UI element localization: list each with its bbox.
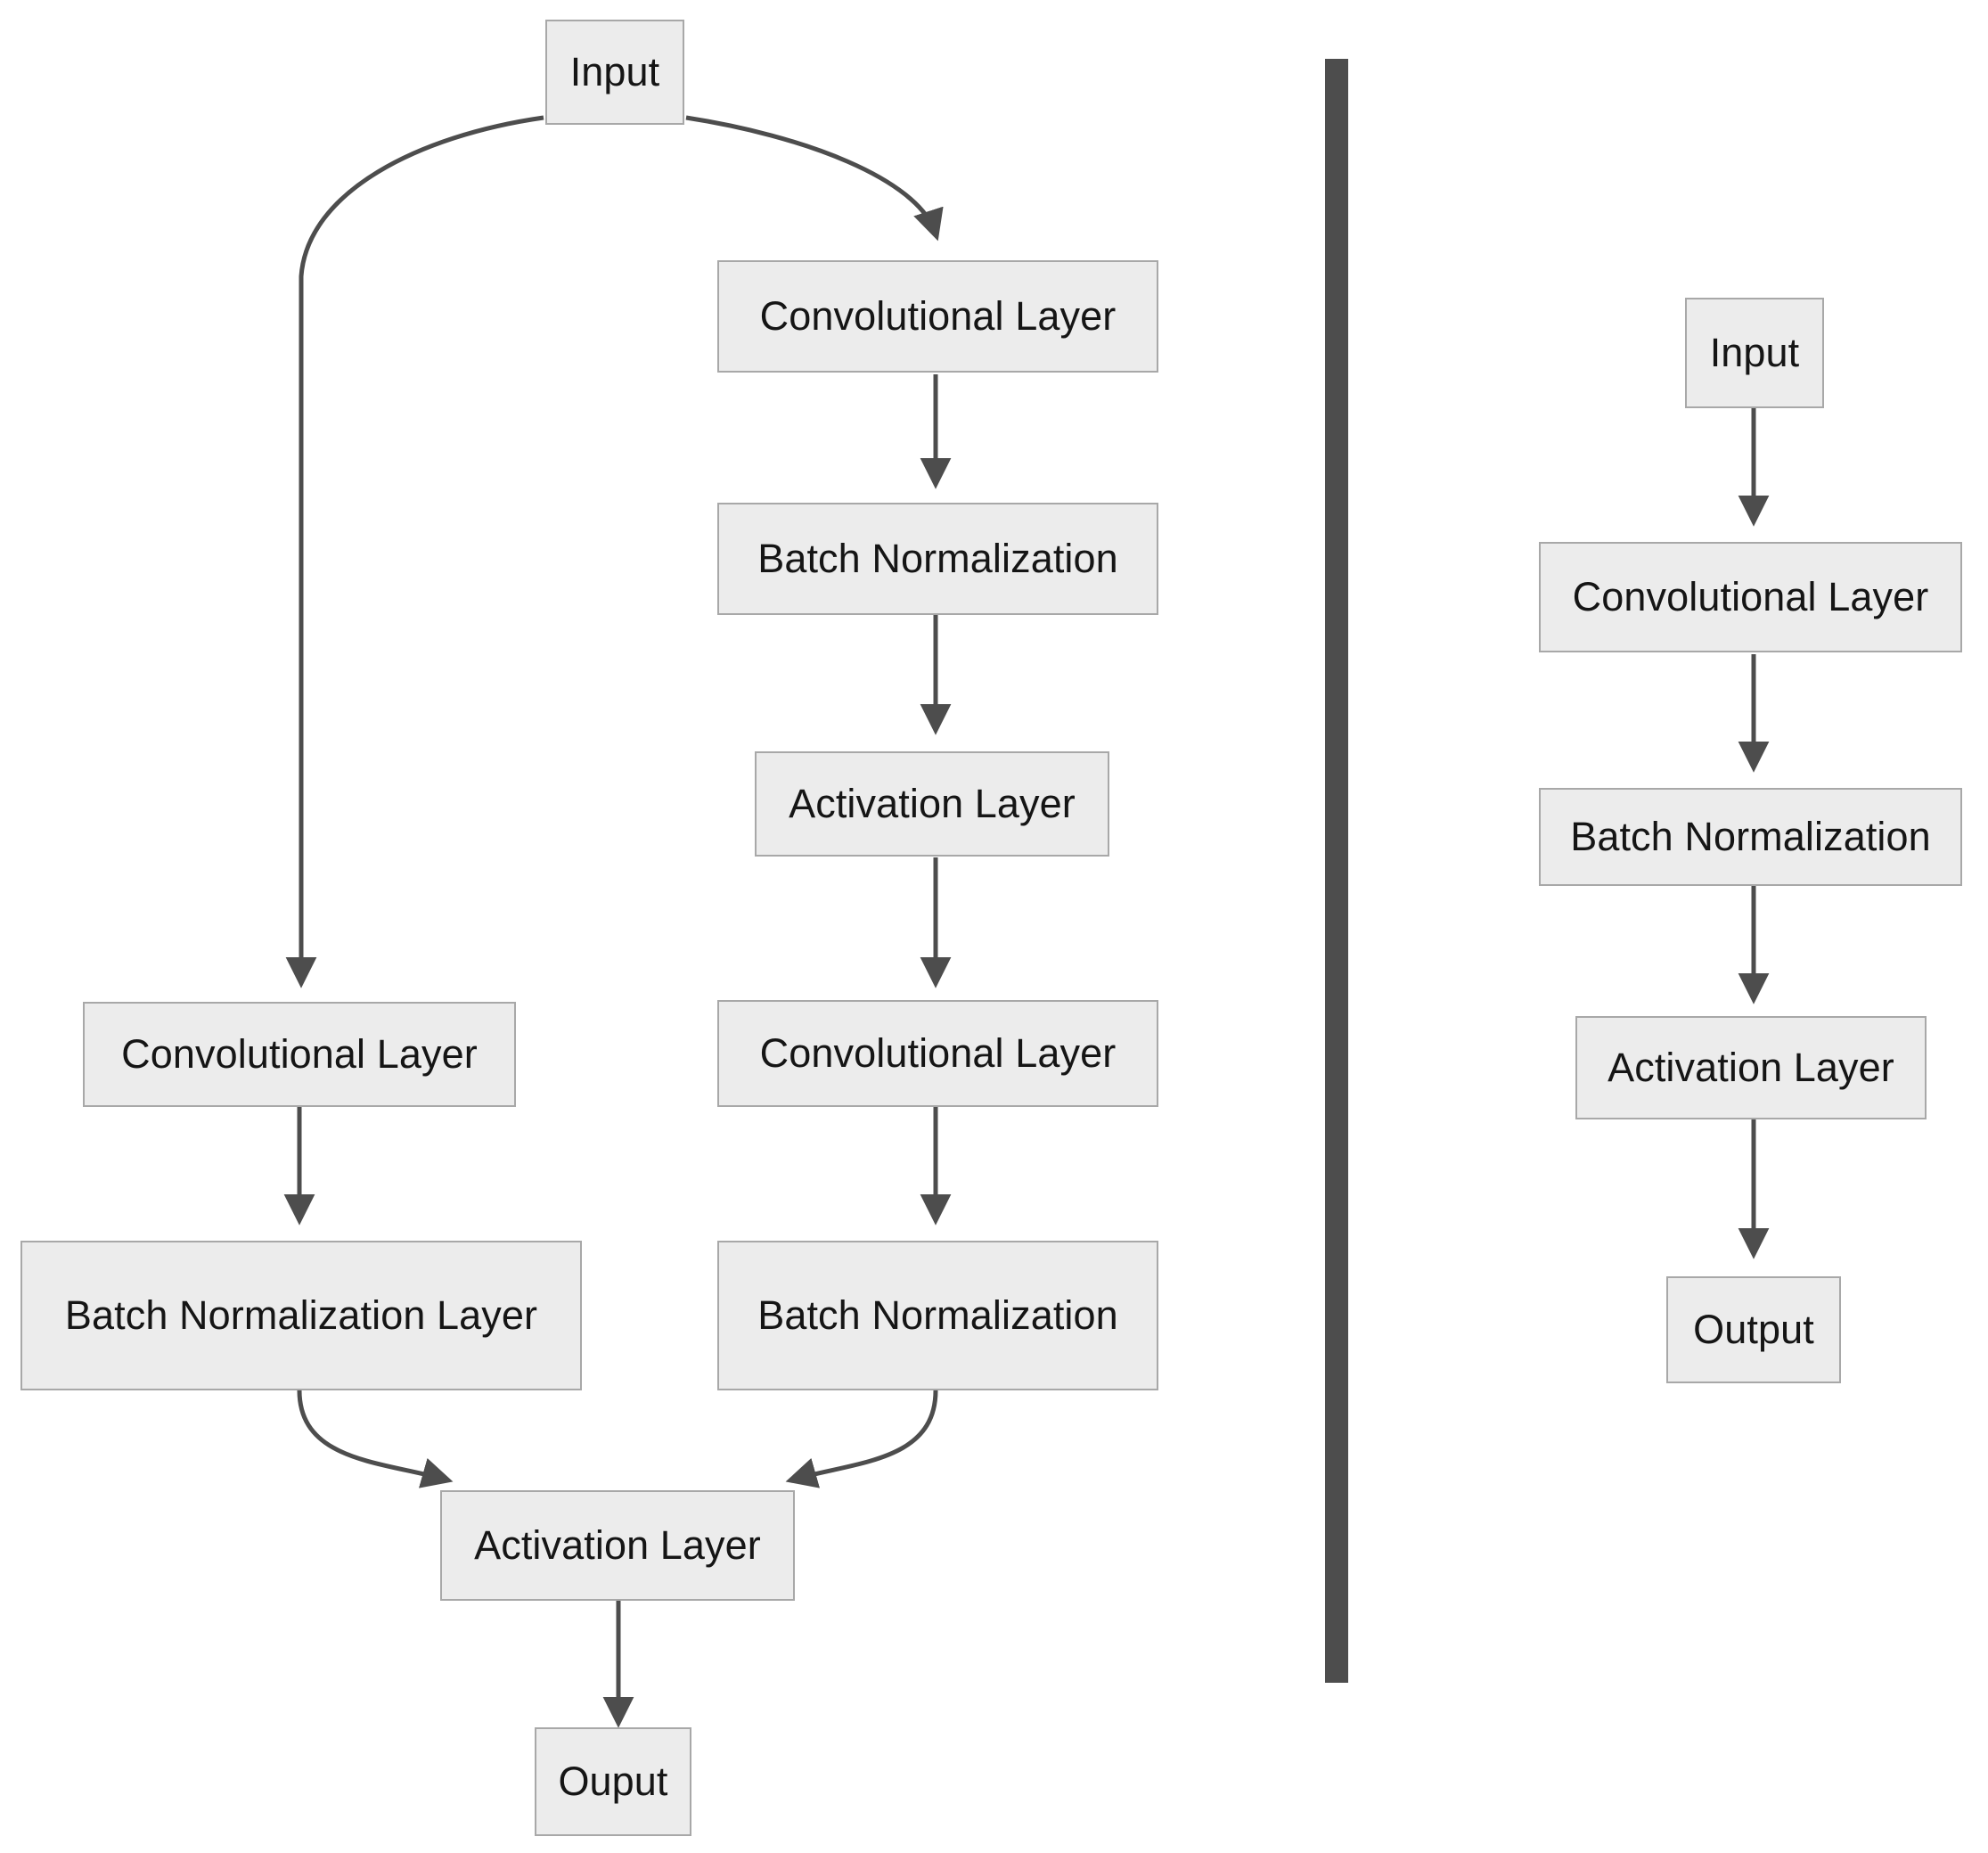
edge-input-to-main-conv (685, 115, 944, 242)
node-left-skip-bn[interactable]: Batch Normalization Layer (20, 1241, 582, 1390)
node-right-conv[interactable]: Convolutional Layer (1539, 542, 1962, 652)
node-right-act[interactable]: Activation Layer (1575, 1016, 1927, 1119)
node-left-merge-act[interactable]: Activation Layer (440, 1490, 795, 1601)
edge-skip-bn-to-merge-act (297, 1390, 454, 1488)
node-left-main-conv-2[interactable]: Convolutional Layer (717, 1000, 1158, 1107)
node-right-bn[interactable]: Batch Normalization (1539, 788, 1962, 886)
panel-divider (1325, 59, 1348, 1683)
node-left-main-bn-1[interactable]: Batch Normalization (717, 503, 1158, 615)
node-right-output[interactable]: Output (1666, 1276, 1841, 1383)
node-right-input[interactable]: Input (1685, 298, 1824, 408)
edge-main-bn2-to-merge-act (785, 1390, 938, 1488)
node-left-output[interactable]: Ouput (535, 1727, 691, 1836)
node-left-input[interactable]: Input (545, 20, 684, 125)
node-left-main-bn-2[interactable]: Batch Normalization (717, 1241, 1158, 1390)
node-left-main-conv-1[interactable]: Convolutional Layer (717, 260, 1158, 373)
node-left-main-act-1[interactable]: Activation Layer (755, 751, 1109, 857)
node-left-skip-conv[interactable]: Convolutional Layer (83, 1002, 516, 1107)
edge-input-to-skip-conv (285, 115, 544, 988)
